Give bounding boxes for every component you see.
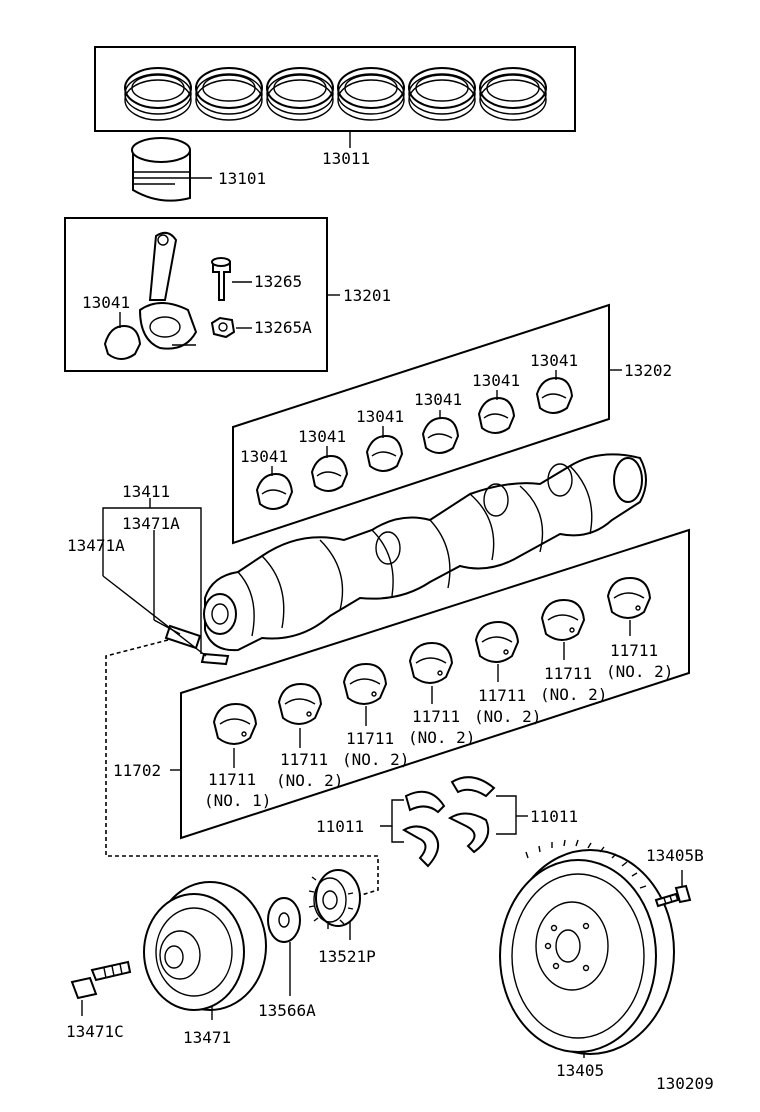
- label-thrust-washer-right: 11011: [530, 807, 578, 826]
- label-thrust-washer-left: 11011: [316, 817, 364, 836]
- diagram-id: 130209: [656, 1074, 714, 1093]
- label-main-bearing-2d: 11711: [478, 686, 526, 705]
- crank-pulley: [143, 881, 267, 1020]
- label-main-bearing-2a-note: (NO. 2): [276, 771, 343, 790]
- label-flywheel-bolt: 13405B: [646, 846, 704, 865]
- connecting-rod-assy-box: [64, 217, 340, 372]
- flywheel: [499, 839, 675, 1058]
- crank-key-callouts: [102, 498, 207, 657]
- flywheel-bolt: [654, 870, 692, 908]
- label-main-bearing-no1-note: (NO. 1): [204, 791, 271, 810]
- label-crank-timing-pulley: 13521P: [318, 947, 376, 966]
- label-crank-pulley: 13471: [183, 1028, 231, 1047]
- label-pulley-plate: 13566A: [258, 1001, 316, 1020]
- label-rod-bolt: 13265: [254, 272, 302, 291]
- label-main-bearing-no1: 11711: [208, 770, 256, 789]
- piston-ring-set: [94, 46, 576, 148]
- pulley-plate: [267, 897, 301, 996]
- label-rod-bearing: 13041: [82, 293, 130, 312]
- label-woodruff-key-b: 13471A: [67, 536, 125, 555]
- label-piston: 13101: [218, 169, 266, 188]
- label-main-bearing-2f-note: (NO. 2): [606, 662, 673, 681]
- main-bearing-set-frame: [170, 528, 690, 840]
- label-main-bearing-2f: 11711: [610, 641, 658, 660]
- thrust-washers: [380, 776, 528, 868]
- label-rod-nut: 13265A: [254, 318, 312, 337]
- crank-pulley-bolt: [70, 960, 132, 1016]
- piston: [131, 137, 212, 202]
- label-main-bearing-2b: 11711: [346, 729, 394, 748]
- rod-bearing-set-frame: [232, 303, 622, 545]
- label-rod-bearing-a: 13041: [240, 447, 288, 466]
- label-rod-bearing-b: 13041: [298, 427, 346, 446]
- dashed-leader: [105, 639, 379, 897]
- label-rod-bearing-e: 13041: [472, 371, 520, 390]
- label-rod-bearing-d: 13041: [414, 390, 462, 409]
- crank-timing-pulley: [308, 869, 361, 940]
- label-main-bearing-2a: 11711: [280, 750, 328, 769]
- label-main-bearing-2d-note: (NO. 2): [474, 707, 541, 726]
- label-main-bearing-2e: 11711: [544, 664, 592, 683]
- label-rod-bearing-set: 13202: [624, 361, 672, 380]
- label-main-bearing-2c: 11711: [412, 707, 460, 726]
- label-main-bearing-2e-note: (NO. 2): [540, 685, 607, 704]
- label-rod-bearing-c: 13041: [356, 407, 404, 426]
- label-connecting-rod-assy: 13201: [343, 286, 391, 305]
- label-main-bearing-2b-note: (NO. 2): [342, 750, 409, 769]
- label-main-bearing-2c-note: (NO. 2): [408, 728, 475, 747]
- label-crank-pulley-bolt: 13471C: [66, 1022, 124, 1041]
- label-crank-key-group: 13411: [122, 482, 170, 501]
- label-flywheel: 13405: [556, 1061, 604, 1080]
- rod-bearing: [255, 472, 294, 510]
- label-piston-ring-set: 13011: [322, 149, 370, 168]
- label-woodruff-key-a: 13471A: [122, 514, 180, 533]
- crankshaft: [164, 453, 647, 666]
- label-rod-bearing-f: 13041: [530, 351, 578, 370]
- main-bearing: [212, 702, 258, 745]
- label-main-bearing-set: 11702: [113, 761, 161, 780]
